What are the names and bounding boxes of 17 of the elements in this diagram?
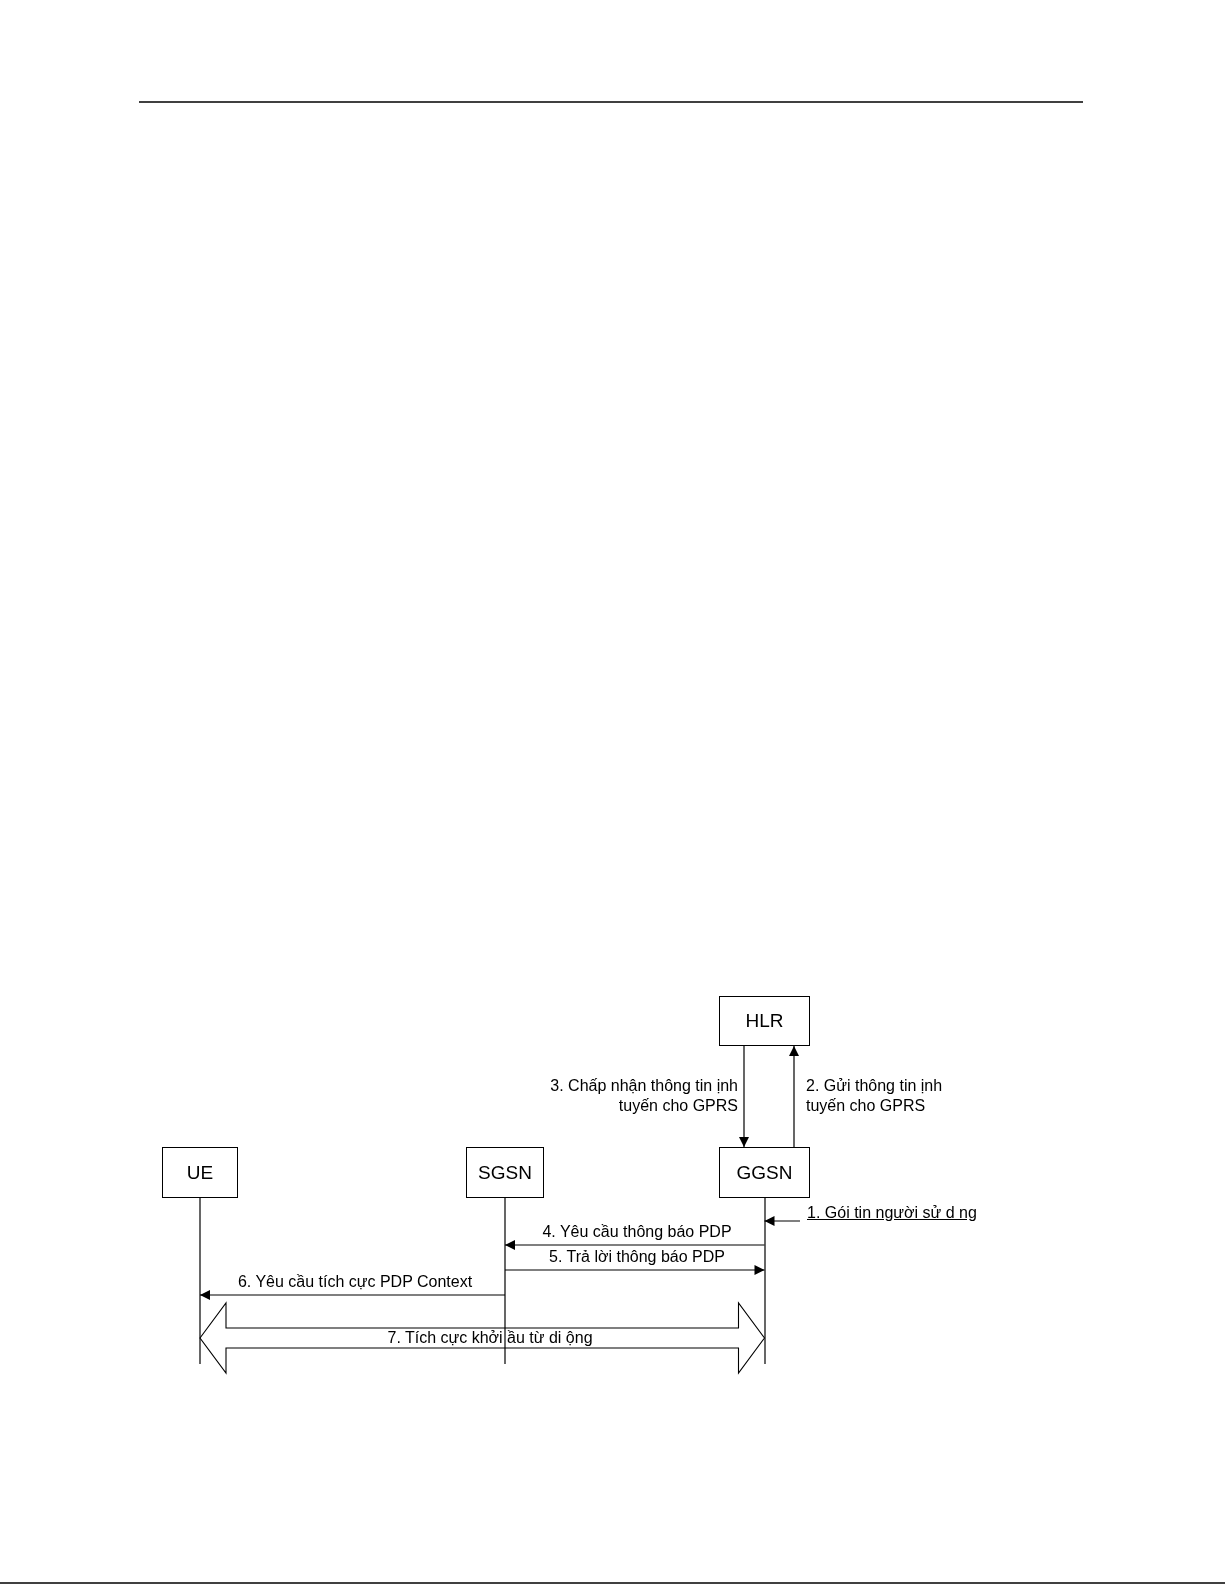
message-label: 3. Chấp nhận thông tin ịnh tuyến cho GPRS: [548, 1076, 738, 1116]
message-arrow: [504, 1265, 766, 1275]
message-label: 4. Yêu cầu thông báo PDP: [542, 1222, 732, 1242]
message-arrow: [763, 1216, 801, 1226]
message-label: 7. Tích cực khởi ầu từ di ộng: [387, 1328, 593, 1348]
message-arrow: [739, 1045, 749, 1148]
message-label: 6. Yêu cầu tích cực PDP Context: [237, 1272, 473, 1292]
message-arrow: [199, 1290, 506, 1300]
entity-name: SGSN: [478, 1161, 532, 1184]
message-label: 5. Trả lời thông báo PDP: [549, 1247, 725, 1267]
message-arrow: [504, 1240, 766, 1250]
entity-name: GGSN: [736, 1161, 793, 1184]
entity-name: HLR: [745, 1010, 784, 1032]
message-label: 1. Gói tin người sử d ng: [807, 1203, 977, 1223]
message-arrow: [789, 1045, 799, 1148]
entity-name: UE: [186, 1161, 214, 1184]
double-block-arrow: [199, 1301, 766, 1375]
